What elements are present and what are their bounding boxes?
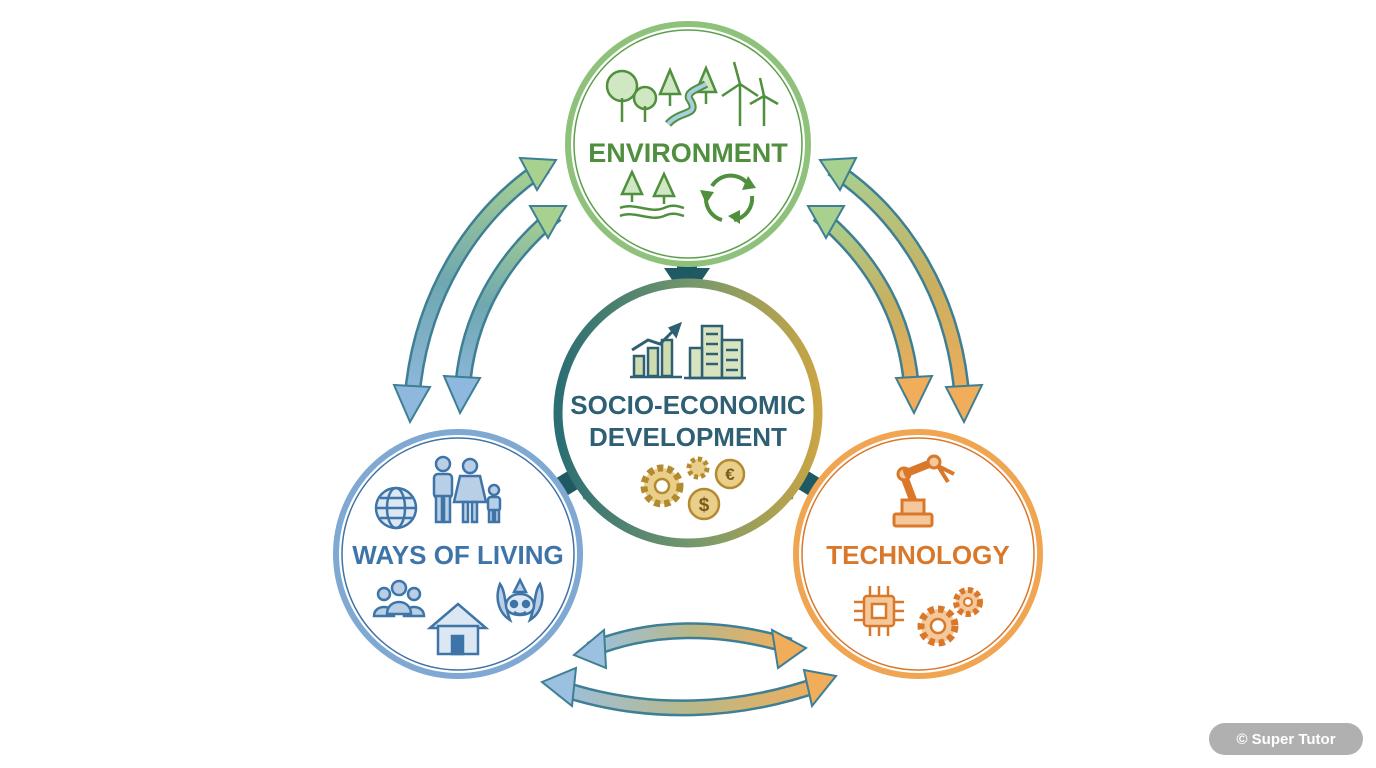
connector-environment-technology: [806, 156, 984, 425]
technology-label: TECHNOLOGY: [826, 540, 1009, 570]
microchip-icon: [854, 586, 904, 636]
robot-arm-icon: [892, 454, 955, 528]
cogs-icon: [917, 587, 983, 647]
house-icon: [426, 602, 490, 656]
connector-environment-ways: [392, 156, 568, 425]
recycle-icon: [700, 173, 756, 224]
buildings-icon: [684, 324, 746, 380]
connector-ways-technology: [540, 622, 838, 717]
dollar-coin-icon: $: [687, 487, 721, 521]
forest-water-icon: [619, 168, 685, 219]
center-label-line2: DEVELOPMENT: [589, 422, 787, 452]
environment-label: ENVIRONMENT: [588, 138, 788, 168]
euro-symbol: €: [725, 465, 735, 484]
family-icon: [432, 455, 502, 524]
dollar-symbol: $: [699, 495, 710, 516]
watermark: © Super Tutor: [1209, 723, 1363, 755]
globe-icon: [374, 486, 418, 530]
river-icon: [664, 80, 709, 127]
wind-turbine-icon: [721, 61, 779, 126]
ways-of-living-label: WAYS OF LIVING: [352, 540, 563, 570]
node-technology: TECHNOLOGY: [793, 429, 1043, 679]
node-environment: ENVIRONMENT: [565, 21, 811, 267]
euro-coin-icon: €: [714, 458, 746, 490]
node-socio-economic-development: SOCIO-ECONOMIC DEVELOPMENT $ €: [553, 278, 823, 548]
gears-icon: [640, 456, 710, 508]
center-label-line1: SOCIO-ECONOMIC: [570, 390, 806, 420]
group-icon: [372, 579, 426, 618]
culture-mask-icon: [496, 577, 544, 623]
growth-chart-icon: [630, 321, 683, 379]
node-ways-of-living: WAYS OF LIVING: [333, 429, 583, 679]
